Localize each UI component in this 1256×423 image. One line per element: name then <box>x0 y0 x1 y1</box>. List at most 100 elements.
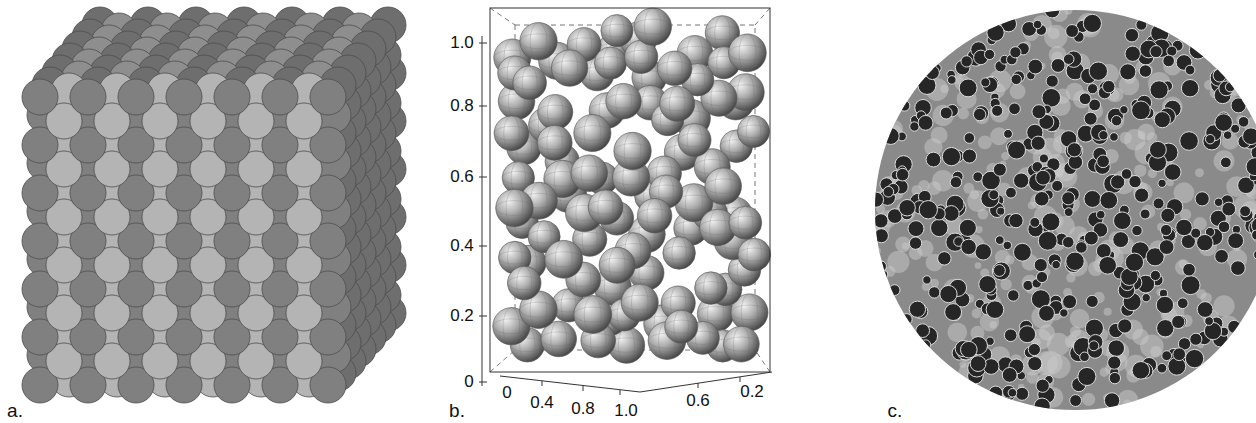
sphere-mesh <box>625 50 658 63</box>
box-edge <box>490 8 515 25</box>
sphere-mesh <box>690 63 705 96</box>
sphere-mesh <box>537 136 572 150</box>
light-patch <box>1141 205 1155 219</box>
pore <box>899 199 915 215</box>
axis-line <box>482 36 483 386</box>
sphere-mesh <box>584 296 601 334</box>
light-patch <box>959 361 966 368</box>
pore <box>950 177 961 188</box>
pore <box>1154 112 1170 128</box>
pore <box>1063 295 1077 309</box>
pore <box>1120 106 1128 114</box>
pore <box>1031 136 1045 150</box>
sphere <box>594 47 626 79</box>
axis-tick-label: 0.8 <box>571 399 595 418</box>
sphere-mesh <box>573 232 607 246</box>
pore <box>1113 232 1129 248</box>
sphere-mesh <box>574 307 612 322</box>
sphere-mesh <box>567 38 601 52</box>
sphere-mesh <box>584 114 601 151</box>
pore <box>1013 243 1031 261</box>
sphere <box>601 15 633 47</box>
axis-tick-label-holder: 1.0 <box>614 402 638 420</box>
sphere-mesh <box>644 8 661 45</box>
sphere-mesh <box>503 308 520 345</box>
sphere-mesh <box>687 124 702 157</box>
pore <box>1185 65 1195 75</box>
pore <box>1153 198 1164 209</box>
panel-letter-holder: a. <box>7 401 23 421</box>
sphere <box>606 83 641 118</box>
sphere-mesh <box>598 190 614 225</box>
axis-tick-label-holder: 1.0 <box>450 34 474 52</box>
sphere-body <box>513 66 547 100</box>
axis-tick-label-holder: 0.8 <box>450 97 474 115</box>
sphere-mesh <box>660 97 695 111</box>
pore <box>1139 65 1151 77</box>
sphere-body <box>545 240 583 278</box>
sphere-group <box>493 8 771 363</box>
sphere-mesh <box>649 185 682 198</box>
pore <box>974 106 989 121</box>
axis-tick-label-holder: 0.4 <box>530 394 554 412</box>
axis-tick-label-holder: 0.6 <box>450 168 474 186</box>
pore <box>1033 20 1042 29</box>
light-patch <box>1104 308 1112 316</box>
sphere <box>508 266 541 299</box>
axis-ticks <box>542 377 740 395</box>
sphere <box>663 237 695 269</box>
sphere-mesh <box>672 237 687 269</box>
panel-letter: c. <box>888 400 903 421</box>
sphere-body <box>508 266 541 299</box>
sphere <box>738 238 771 271</box>
pore <box>908 221 924 237</box>
pore <box>1195 192 1209 206</box>
sphere <box>496 189 533 226</box>
axis-tick-label: 1.0 <box>450 33 474 52</box>
pore <box>1231 98 1246 113</box>
pore <box>909 237 921 249</box>
pore <box>1008 388 1017 397</box>
sphere-mesh <box>547 95 563 130</box>
pore <box>1006 187 1017 198</box>
sphere <box>665 310 698 343</box>
sphere-mesh <box>661 296 695 310</box>
light-patch <box>1117 390 1138 411</box>
pore <box>964 133 975 144</box>
sphere-mesh <box>705 179 742 194</box>
pore <box>1197 302 1213 318</box>
pore <box>1097 155 1110 168</box>
sphere <box>545 240 583 278</box>
sphere-mesh <box>498 251 531 264</box>
pore <box>1089 62 1107 80</box>
pore <box>1032 105 1046 119</box>
sphere-mesh <box>711 80 727 116</box>
sphere <box>729 34 767 72</box>
pore <box>1190 333 1202 345</box>
pore <box>1125 28 1139 42</box>
sphere-mesh <box>729 216 762 229</box>
sphere-mesh <box>665 320 698 333</box>
pore <box>1162 351 1172 361</box>
sphere <box>574 114 611 151</box>
axis-tick-label-holder: 0.6 <box>686 392 710 410</box>
pore <box>1150 270 1160 280</box>
pore <box>921 340 931 350</box>
micrograph-disc <box>867 3 1256 415</box>
pore <box>1158 179 1166 187</box>
pore <box>1118 319 1132 333</box>
light-patch <box>1195 168 1204 177</box>
pore <box>1173 348 1186 361</box>
sphere <box>520 23 557 60</box>
sphere-mesh <box>599 258 635 272</box>
pore <box>938 252 951 265</box>
axis-tick-label: 0.2 <box>740 382 764 401</box>
sphere <box>660 86 695 121</box>
pore <box>1181 79 1198 96</box>
sphere <box>621 284 658 321</box>
sphere <box>729 206 762 239</box>
axis-tick-label: 0.2 <box>450 306 474 325</box>
pore <box>876 261 887 272</box>
sphere-mesh <box>634 40 649 73</box>
sphere-body <box>601 15 633 47</box>
